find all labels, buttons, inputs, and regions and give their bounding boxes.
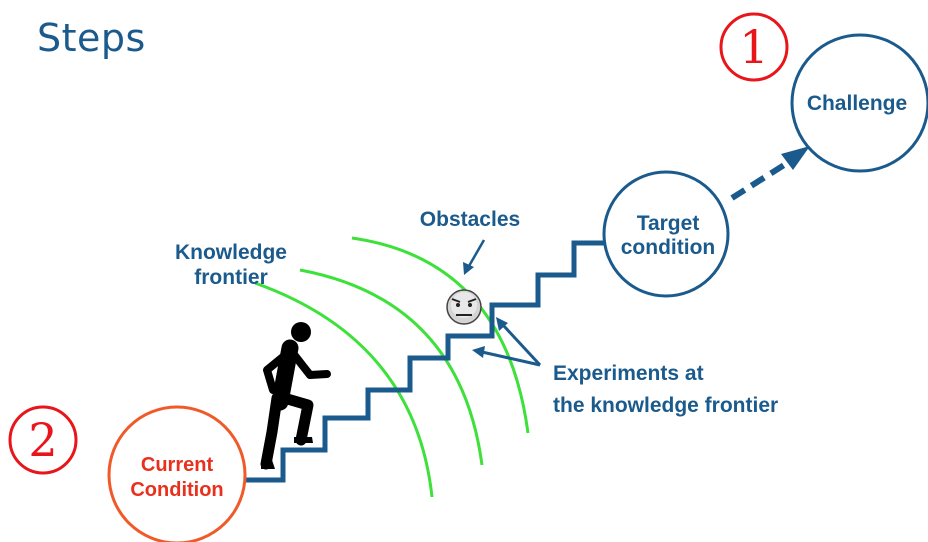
target-to-challenge-arrow xyxy=(730,157,794,201)
target-label-line1: Target xyxy=(637,212,700,235)
marker-one-number: 1 xyxy=(739,20,768,74)
challenge-label: Challenge xyxy=(807,92,907,115)
frontier-arc-3 xyxy=(351,236,530,434)
experiments-arrowhead-lower xyxy=(472,346,485,358)
obstacles-label: Obstacles xyxy=(420,208,520,231)
experiments-arrowhead-upper xyxy=(496,317,508,331)
target-label-line2: condition xyxy=(621,236,715,259)
current-label-line2: Condition xyxy=(130,479,223,501)
target-to-challenge-arrowhead xyxy=(781,146,810,170)
experiments-arrow-upper xyxy=(501,323,542,367)
experiments-label-line1: Experiments at xyxy=(553,362,704,385)
frowning-face-icon xyxy=(446,289,482,325)
marker-two-number: 2 xyxy=(28,413,57,467)
target-condition-circle xyxy=(602,170,730,298)
obstacles-arrow xyxy=(467,239,486,267)
frontier-arc-2 xyxy=(299,268,484,466)
current-condition-circle xyxy=(107,405,247,542)
knowledge-frontier-line1: Knowledge xyxy=(175,241,287,264)
experiments-arrow-lower xyxy=(481,350,541,367)
person-climbing-icon xyxy=(260,322,331,470)
obstacles-arrowhead xyxy=(463,262,474,275)
current-label-line1: Current xyxy=(141,454,214,476)
marker-two-circle xyxy=(8,405,78,475)
staircase xyxy=(243,240,612,483)
page-title: Steps xyxy=(37,16,146,60)
knowledge-frontier-line2: frontier xyxy=(194,266,268,289)
frontier-arc-1 xyxy=(254,281,434,498)
experiments-label-line2: the knowledge frontier xyxy=(553,394,778,417)
challenge-circle xyxy=(790,33,928,173)
marker-one-circle xyxy=(719,12,789,82)
